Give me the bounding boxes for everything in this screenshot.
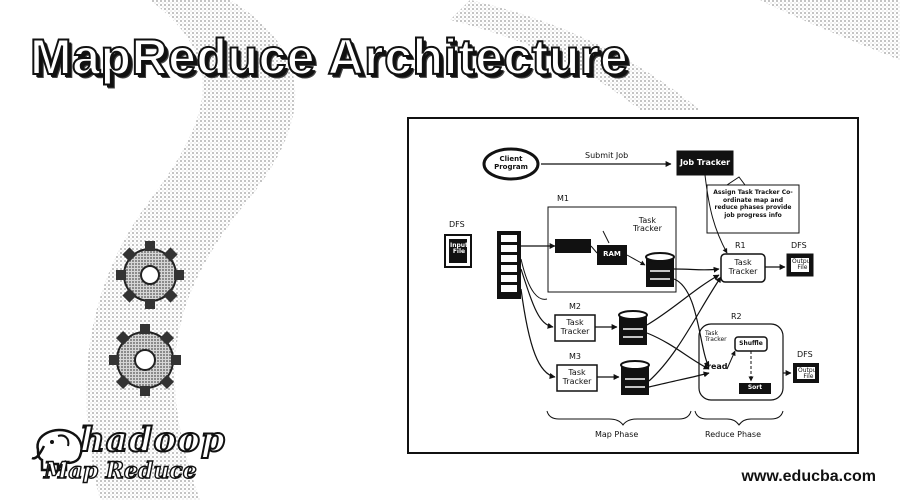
map-phase-label: Map Phase <box>595 430 639 439</box>
job-tracker-label: Job Tracker <box>679 157 731 167</box>
submit-job-label: Submit Job <box>585 151 629 160</box>
ram-block <box>597 245 627 265</box>
elephant-icon <box>31 428 83 472</box>
map-phase-brace <box>546 410 692 426</box>
m3-disk <box>620 360 650 395</box>
dfs-right-bottom-label: DFS <box>797 350 813 359</box>
note-box <box>706 184 800 234</box>
mapreduce-diagram: Client Program Submit Job Job Tracker As… <box>407 117 859 454</box>
dfs-left-label: DFS <box>449 220 465 229</box>
r1-task-tracker <box>720 253 766 283</box>
m3-task-tracker-label: Task Tracker <box>562 368 592 386</box>
page-title: MapReduce Architecture <box>29 28 629 86</box>
m3-label: M3 <box>569 352 581 361</box>
client-program-node <box>482 147 540 181</box>
ram-label: RAM <box>603 250 621 259</box>
gear-icon-2 <box>109 324 181 396</box>
site-watermark: www.educba.com <box>741 468 876 485</box>
r2-task-tracker-label: Task Tracker <box>705 330 727 344</box>
wave-band-right <box>450 0 700 110</box>
m1-task-tracker-label: Task Tracker <box>633 216 662 234</box>
client-program-label: Client Program <box>494 155 528 171</box>
shuffle-label: Shuffle <box>739 339 763 347</box>
m2-label: M2 <box>569 302 581 311</box>
r1-task-tracker-label: Task Tracker <box>728 258 758 276</box>
sort-box <box>739 383 771 394</box>
reduce-phase-brace <box>694 410 784 426</box>
r1-label: R1 <box>735 241 746 250</box>
r2-label: R2 <box>731 312 742 321</box>
read-label: read <box>707 362 728 371</box>
hadoop-logo-text: hadoop <box>79 419 226 461</box>
gear-icon <box>116 241 184 309</box>
m1-mapper <box>555 239 591 253</box>
m1-disk <box>645 252 675 287</box>
input-file-label: Input File <box>450 242 468 256</box>
m3-task-tracker <box>556 364 598 392</box>
m1-region <box>547 206 677 293</box>
sort-label: Sort <box>747 384 763 392</box>
map-reduce-logo-text: Map Reduce <box>43 457 197 484</box>
note-text: Assign Task Tracker Co-ordinate map and … <box>713 189 793 219</box>
job-tracker-node <box>676 150 734 176</box>
output-file-top-label: Output File <box>792 258 813 272</box>
dfs-right-top-label: DFS <box>791 241 807 250</box>
wave-band-right2 <box>760 0 900 60</box>
m2-task-tracker-label: Task Tracker <box>560 318 590 336</box>
r2-region <box>698 323 784 401</box>
m2-task-tracker <box>554 314 596 342</box>
output-file-bottom-label: Output File <box>798 367 819 381</box>
m2-disk <box>618 310 648 345</box>
diagram-graphics <box>444 147 819 426</box>
reduce-phase-label: Reduce Phase <box>705 430 762 439</box>
m1-label: M1 <box>557 194 569 203</box>
